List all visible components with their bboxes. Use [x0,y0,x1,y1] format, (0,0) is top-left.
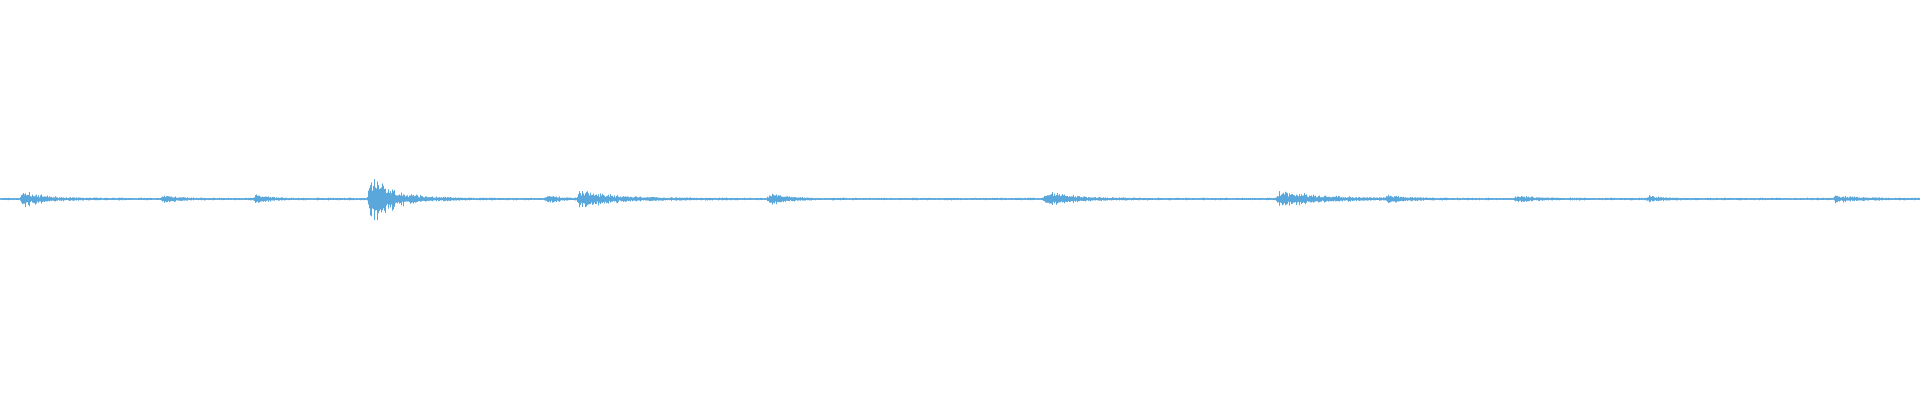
waveform-bars [0,178,1920,221]
